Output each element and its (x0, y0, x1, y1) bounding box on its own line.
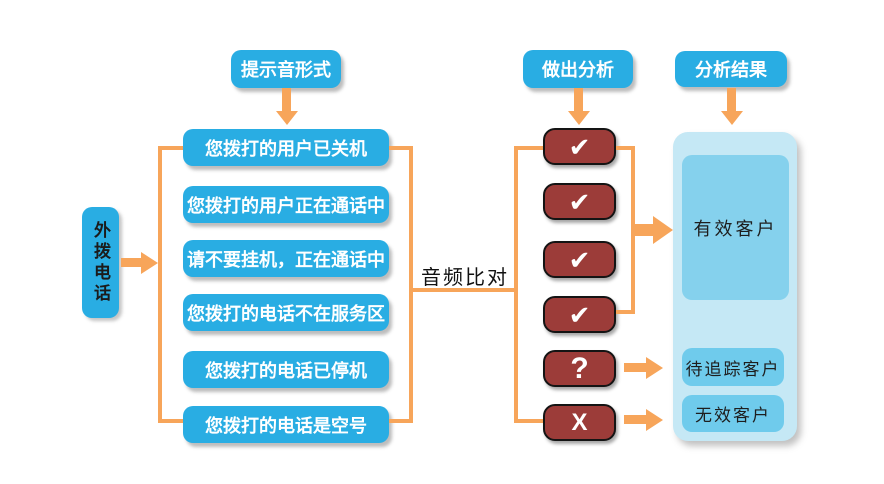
prompt-box-5: 您拨打的电话已停机 (183, 351, 389, 388)
left-bracket-top-stub (158, 146, 186, 150)
check-bracket-vline (631, 146, 635, 314)
check-bracket-top-stub (616, 146, 635, 150)
prompt-bracket-top-stub (389, 146, 413, 150)
valid-customers-arrow-icon (634, 224, 653, 236)
left-bracket-bottom-stub (158, 419, 186, 423)
result-header-arrow-icon (727, 88, 736, 111)
mark-box-check-4: ✔ (543, 296, 616, 333)
mark-bracket-vline (514, 146, 518, 423)
mark-box-check-3: ✔ (543, 241, 616, 278)
mark-box-question: ? (543, 350, 616, 387)
prompt-box-6: 您拨打的电话是空号 (183, 406, 389, 443)
mark-bracket-bottom-stub (514, 419, 543, 423)
analysis-column-header: 做出分析 (523, 50, 633, 88)
prompt-box-3: 请不要挂机，正在通话中 (183, 240, 389, 277)
tracking-customers-arrow-icon (624, 363, 646, 372)
mark-bracket-top-stub (514, 146, 543, 150)
mark-box-check-2: ✔ (543, 183, 616, 220)
prompt-bracket-bottom-stub (389, 419, 413, 423)
mark-box-check-1: ✔ (543, 128, 616, 165)
mark-box-cross: X (543, 404, 616, 441)
invalid-customers-box: 无效客户 (682, 395, 784, 432)
prompt-bracket-vline (409, 146, 413, 423)
prompt-box-2: 您拨打的用户正在通话中 (183, 186, 389, 223)
comparison-label: 音频比对 (421, 267, 509, 289)
result-panel: 有效客户 待追踪客户 无效客户 (673, 132, 797, 441)
valid-customers-box: 有效客户 (682, 155, 789, 300)
prompt-box-4: 您拨打的电话不在服务区 (183, 294, 389, 331)
prompt-header-arrow-icon (282, 88, 291, 111)
comparison-hline (409, 288, 518, 292)
left-bracket-vline (158, 146, 162, 423)
tracking-customers-box: 待追踪客户 (682, 348, 784, 386)
invalid-customers-arrow-icon (624, 415, 646, 424)
source-box: 外拨电话 (82, 207, 119, 318)
result-column-header: 分析结果 (675, 51, 787, 87)
prompt-box-1: 您拨打的用户已关机 (183, 129, 389, 166)
analysis-header-arrow-icon (574, 88, 583, 111)
source-arrow-icon (121, 258, 141, 267)
prompt-column-header: 提示音形式 (231, 50, 341, 88)
check-bracket-bottom-stub (616, 310, 635, 314)
